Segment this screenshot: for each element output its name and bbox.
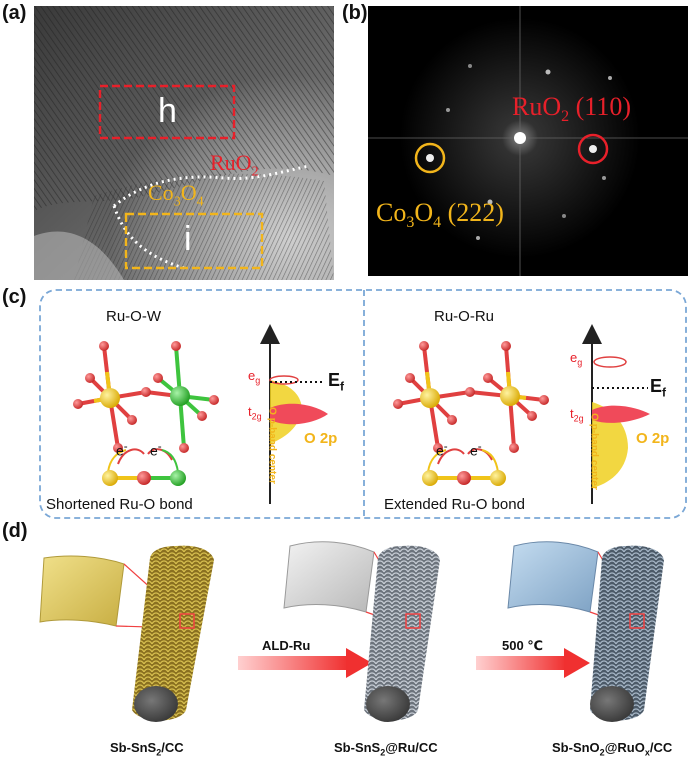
sheet-blue bbox=[507, 541, 599, 613]
left-band-center-label: O p-band center bbox=[266, 407, 278, 484]
ru-o-w-structure bbox=[73, 341, 219, 453]
arrow-anneal bbox=[564, 648, 590, 678]
left-electron-2: e- bbox=[150, 440, 162, 459]
right-t2g-label: t2g bbox=[570, 406, 584, 424]
right-band-center-label: O p-band center bbox=[588, 413, 600, 490]
region-i-box bbox=[124, 212, 264, 270]
co3o4-spot-marker bbox=[414, 142, 446, 174]
sample-2-label: Sb-SnS2@Ru/CC bbox=[334, 740, 438, 758]
left-title: Ru-O-W bbox=[106, 308, 161, 325]
ruo2-phase-label: RuO2 bbox=[210, 150, 259, 180]
fiber-sb-sns2-ru-cc bbox=[283, 541, 440, 722]
right-electron-2: e- bbox=[470, 440, 482, 459]
right-electron-1: e- bbox=[436, 440, 448, 459]
bonding-schematic bbox=[39, 289, 687, 519]
sheet-gold bbox=[39, 555, 125, 627]
right-title: Ru-O-Ru bbox=[434, 308, 495, 325]
co3o4-plane-label: Co3O4 (222) bbox=[376, 198, 504, 232]
left-ef-label: Ef bbox=[328, 370, 345, 394]
fiber-sb-sno2-ruox-cc bbox=[507, 541, 664, 722]
step-anneal-label: 500 ℃ bbox=[502, 638, 544, 653]
panel-label-d: (d) bbox=[2, 520, 28, 542]
left-energy-diagram bbox=[260, 324, 328, 504]
hrtem-image bbox=[34, 6, 334, 280]
region-h-label: h bbox=[158, 92, 177, 130]
panel-label-c: (c) bbox=[2, 286, 27, 308]
ruo2-spot-marker bbox=[577, 133, 609, 165]
region-i-label: i bbox=[184, 220, 192, 258]
ru-o-ru-structure bbox=[393, 341, 549, 453]
fft-pattern bbox=[368, 6, 688, 276]
left-electron-transfer bbox=[102, 448, 186, 486]
ruo2-plane-label: RuO2 (110) bbox=[512, 92, 631, 126]
sample-3-label: Sb-SnO2@RuOx/CC bbox=[552, 740, 673, 758]
right-ef-label: Ef bbox=[650, 376, 667, 400]
step-ald-ru-label: ALD-Ru bbox=[262, 638, 311, 653]
panel-label-b: (b) bbox=[342, 2, 368, 24]
right-energy-diagram bbox=[582, 324, 650, 504]
right-caption: Extended Ru-O bond bbox=[384, 496, 525, 513]
right-eg-label: eg bbox=[570, 350, 583, 368]
sheet-gray bbox=[283, 541, 375, 613]
region-h-box bbox=[98, 84, 236, 140]
left-eg-label: eg bbox=[248, 368, 261, 386]
sample-1-label: Sb-SnS2/CC bbox=[110, 740, 184, 758]
left-t2g-label: t2g bbox=[248, 404, 262, 422]
synthesis-scheme bbox=[39, 541, 664, 722]
left-caption: Shortened Ru-O bond bbox=[46, 496, 193, 513]
right-o2p-label: O 2p bbox=[636, 430, 670, 447]
left-o2p-label: O 2p bbox=[304, 430, 338, 447]
fiber-sb-sns2-cc bbox=[39, 545, 214, 722]
left-electron-1: e- bbox=[116, 440, 128, 459]
arrow-ald-ru bbox=[346, 648, 372, 678]
co3o4-phase-label: Co3O4 bbox=[148, 180, 204, 210]
right-electron-transfer bbox=[422, 448, 506, 486]
panel-label-a: (a) bbox=[2, 2, 27, 24]
